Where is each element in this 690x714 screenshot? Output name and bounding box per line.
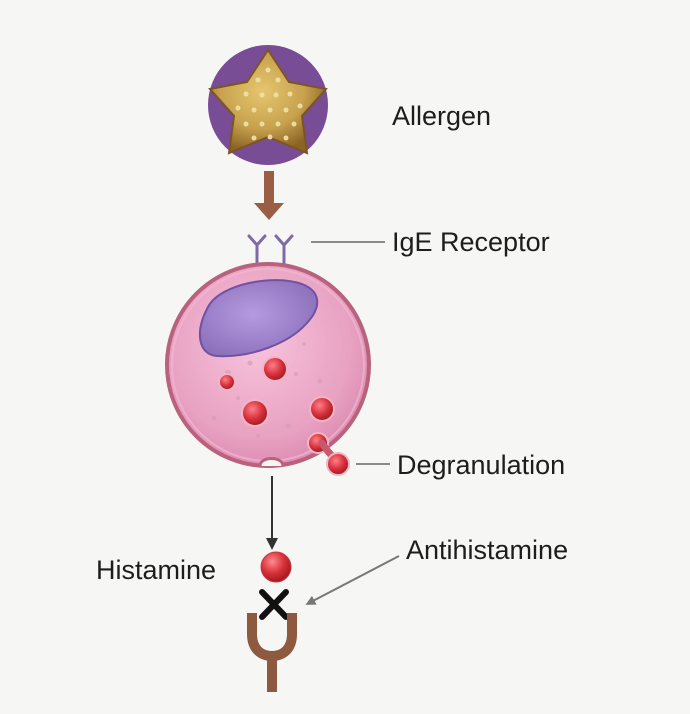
mast-cell	[165, 262, 371, 468]
block-x-mark	[259, 589, 289, 620]
ige-receptor-label: IgE Receptor	[392, 227, 550, 257]
ige-receptor-icon	[247, 234, 294, 266]
allergen-label: Allergen	[392, 101, 492, 131]
exocytosis-pore	[258, 457, 285, 467]
antihistamine-label: Antihistamine	[406, 535, 569, 565]
granule	[309, 396, 335, 422]
granule	[262, 356, 288, 382]
histamine-molecule	[260, 551, 292, 583]
nucleus	[199, 279, 319, 358]
histamine-receptor-icon	[247, 613, 297, 692]
granule	[241, 399, 269, 427]
allergen-pollen-icon	[208, 45, 328, 165]
granule	[218, 373, 236, 391]
allergen-binding-arrow	[254, 171, 284, 220]
degranulation-label: Degranulation	[397, 450, 566, 480]
degranulation-granule	[318, 439, 350, 476]
histamine-label: Histamine	[96, 555, 217, 585]
antihistamine-arrow	[305, 555, 400, 605]
